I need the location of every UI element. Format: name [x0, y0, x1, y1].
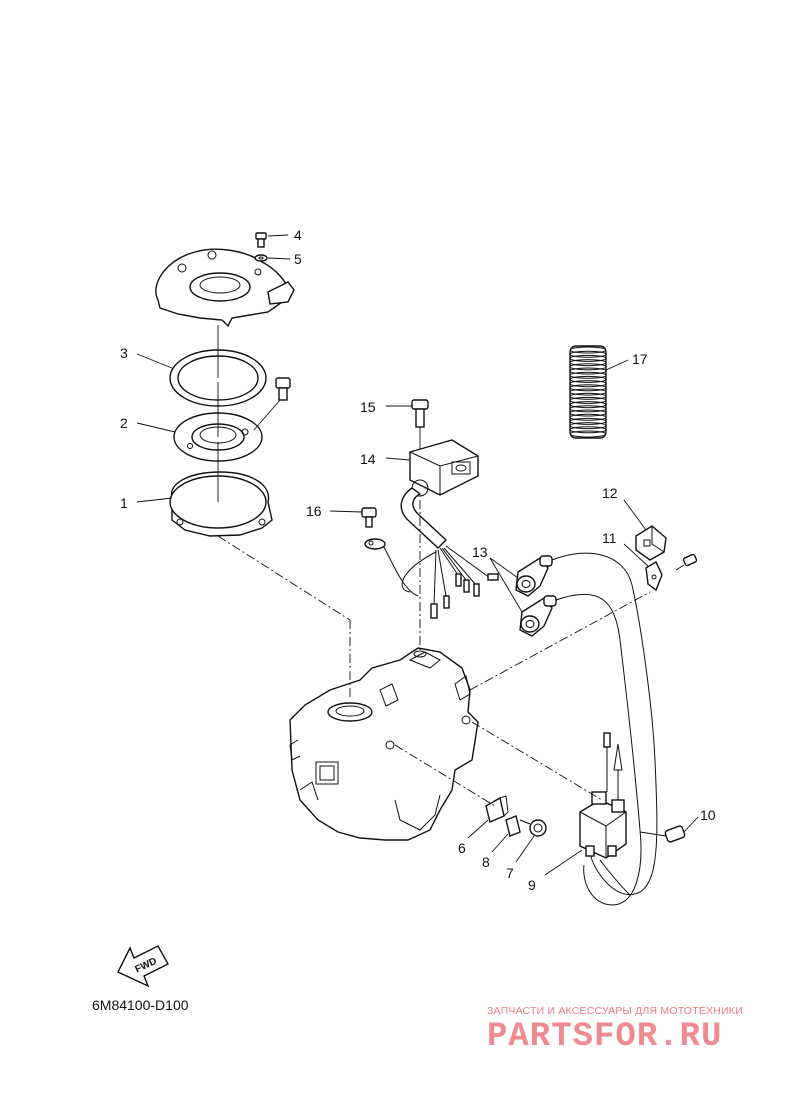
watermark-tagline: ЗАПЧАСТИ И АКСЕССУАРЫ ДЛЯ МОТОТЕХНИКИ [487, 1005, 743, 1017]
tube-ring [569, 384, 607, 392]
clamp-part-12 [635, 525, 667, 561]
bracket-part-11 [645, 560, 663, 592]
plug-cap-part-13-upper [515, 555, 553, 597]
callout-9: 9 [528, 877, 536, 893]
callout-8: 8 [482, 854, 490, 870]
bolt-part-11-screw [675, 553, 698, 571]
tube-ring [569, 354, 607, 362]
callout-3: 3 [120, 345, 128, 361]
clip-part-6 [485, 795, 509, 823]
crankcase [289, 647, 479, 841]
tube-ring [569, 422, 607, 430]
callout-7: 7 [506, 865, 514, 881]
callout-12: 12 [602, 485, 618, 501]
tube-ring [569, 363, 607, 371]
bolt-part-16 [361, 507, 386, 550]
callout-15: 15 [360, 399, 376, 415]
callout-2: 2 [120, 415, 128, 431]
bolt-small [275, 377, 291, 401]
tube-ring [569, 380, 607, 388]
tube-ring [569, 409, 607, 417]
fwd-arrow-icon: FWD [117, 945, 169, 988]
clip-part-8 [505, 815, 521, 837]
callout-1: 1 [120, 495, 128, 511]
tube-ring [569, 426, 607, 434]
cdi-unit-part-14 [409, 439, 479, 497]
tube-ring [569, 413, 607, 421]
stator-cover [155, 248, 295, 328]
callout-13: 13 [472, 544, 488, 560]
tube-ring [569, 388, 607, 396]
plate-part-1 [169, 471, 273, 537]
tube-ring [569, 346, 607, 354]
tube-ring [569, 401, 607, 409]
callout-16: 16 [306, 503, 322, 519]
tube-ring [569, 396, 607, 404]
tube-ring [569, 367, 607, 375]
callout-6: 6 [458, 840, 466, 856]
watermark-brand: PARTSFOR.RU [487, 1018, 723, 1056]
tube-ring [569, 350, 607, 358]
tube-ring [569, 405, 607, 413]
callout-4: 4 [294, 227, 302, 243]
corrugated-tube-part-17 [569, 345, 607, 439]
tube-ring [569, 371, 607, 379]
tube-ring [569, 359, 607, 367]
washer-part-5 [254, 254, 268, 262]
callout-10: 10 [700, 807, 716, 823]
tube-ring [569, 375, 607, 383]
high-tension-cords [551, 552, 658, 906]
bolt-part-10 [639, 825, 686, 843]
callout-14: 14 [360, 451, 376, 467]
screw-part-4 [255, 232, 267, 248]
callout-17: 17 [632, 351, 648, 367]
bolt-part-15 [411, 399, 429, 428]
tube-ring [569, 430, 607, 438]
callout-11: 11 [602, 530, 617, 546]
ignition-coil-part-9 [579, 732, 627, 859]
tube-ring [569, 417, 607, 425]
tube-ring [569, 392, 607, 400]
drawing-code: 6M84100-D100 [92, 997, 189, 1013]
plug-cap-part-13-lower [519, 595, 557, 637]
bolt-part-7 [519, 819, 547, 837]
callout-5: 5 [294, 251, 302, 267]
